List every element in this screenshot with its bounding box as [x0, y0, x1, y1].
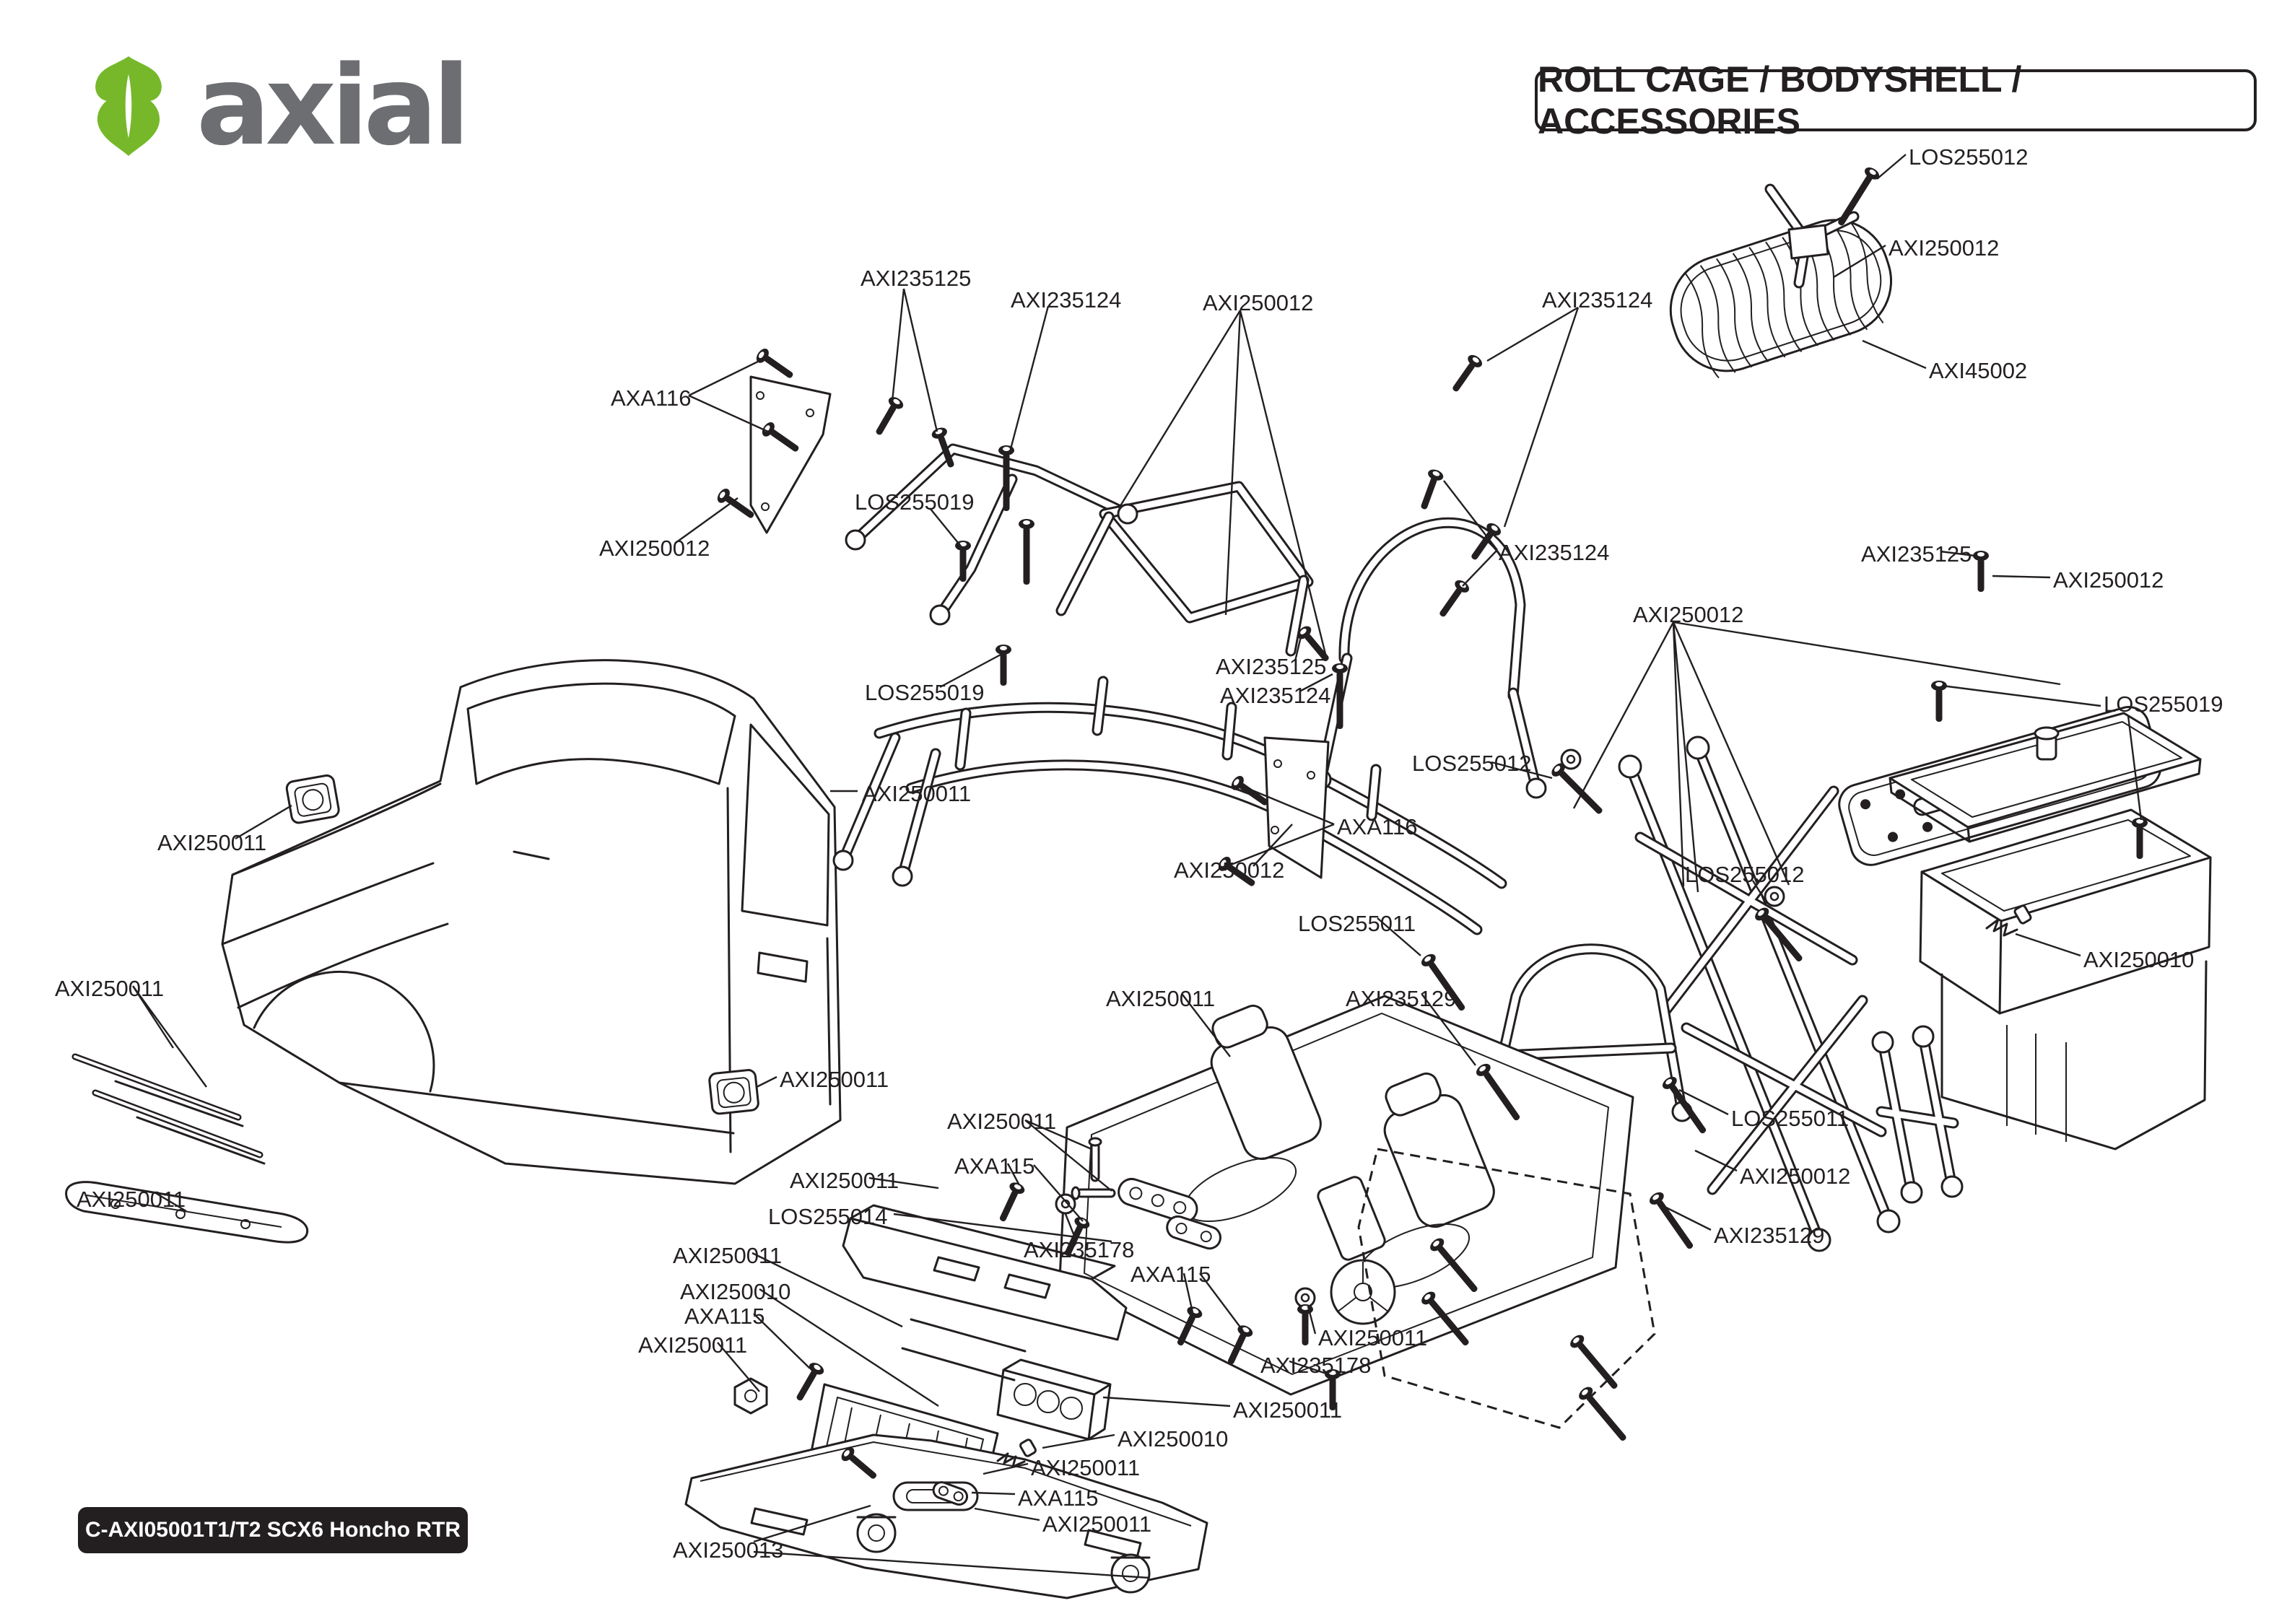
part-label: AXI250012: [1889, 235, 2000, 261]
part-label: AXI235178: [1024, 1237, 1135, 1262]
wiper-blades-drawing: [75, 1057, 266, 1165]
part-label: AXI250011: [1031, 1455, 1141, 1480]
part-label: AXA115: [1018, 1485, 1099, 1511]
part-label: AXI250011: [790, 1168, 899, 1193]
part-label: LOS255012: [1909, 144, 2029, 170]
part-label: AXA115: [1131, 1262, 1211, 1287]
part-label: LOS255014: [768, 1204, 888, 1229]
part-label: AXI250011: [1042, 1511, 1152, 1537]
axa116-panel-left-drawing: [749, 375, 832, 534]
spare-tire-drawing: [1669, 219, 1893, 379]
tow-shackle-icon: [856, 1513, 1151, 1594]
part-label: AXI235125: [1216, 654, 1327, 679]
body-clip-right-drawing: [1985, 904, 2032, 937]
part-label: AXA116: [611, 385, 692, 411]
part-label: AXI250012: [2053, 567, 2164, 593]
part-label: AXA116: [1337, 814, 1418, 839]
part-label: AXA115: [684, 1304, 765, 1329]
part-label: AXI250012: [1740, 1164, 1851, 1189]
part-label: AXI250011: [947, 1109, 1057, 1134]
brand-wordmark: axial: [196, 42, 470, 170]
part-label: AXI235129: [1346, 986, 1457, 1011]
page-title-box: ROLL CAGE / BODYSHELL / ACCESSORIES: [1535, 59, 2257, 141]
part-label: AXI235124: [1542, 287, 1653, 313]
part-label: AXI250011: [1318, 1325, 1428, 1350]
part-label: AXA115: [954, 1153, 1035, 1179]
part-label: AXI250013: [673, 1537, 784, 1563]
part-label: AXI250012: [1203, 290, 1314, 315]
part-label: AXI250011: [638, 1332, 748, 1358]
part-label: AXI235124: [1011, 287, 1122, 313]
part-label: AXI250011: [1106, 986, 1216, 1011]
part-label: AXI250011: [1233, 1397, 1343, 1423]
page-title: ROLL CAGE / BODYSHELL / ACCESSORIES: [1538, 59, 2022, 141]
part-label: AXI235124: [1220, 683, 1331, 708]
part-label: AXI235125: [1861, 541, 1972, 567]
part-label: AXI250011: [862, 781, 972, 806]
part-label: LOS255019: [865, 680, 985, 705]
part-label: AXI235124: [1499, 540, 1610, 565]
part-label: AXI250010: [1118, 1426, 1229, 1451]
part-label: AXI235125: [861, 266, 972, 291]
part-label: AXI250011: [77, 1187, 186, 1212]
toolbox-lid-drawing: [1889, 712, 2202, 843]
part-label: AXI250012: [599, 536, 710, 561]
part-label: LOS255012: [1412, 751, 1532, 776]
model-code-text: C-AXI05001T1/T2 SCX6 Honcho RTR: [84, 1518, 461, 1542]
rocker-light-pod-drawing: [708, 1069, 759, 1115]
headlight-pod-drawing: [996, 1358, 1112, 1441]
side-cage-frame-drawing: [1618, 735, 1901, 1252]
part-label: AXI235129: [1714, 1223, 1825, 1248]
side-trim-drawing: [65, 1181, 308, 1244]
toolbox-drawing: [1919, 808, 2212, 1151]
part-label: LOS255012: [1685, 862, 1805, 887]
part-label: AXI250011: [780, 1067, 889, 1092]
part-label: AXI235178: [1260, 1353, 1372, 1378]
hood-light-pod-drawing: [285, 774, 340, 824]
upper-bumper-bar-drawing: [842, 1204, 1128, 1341]
leader-lines: [131, 154, 2143, 1579]
brand-logo: axial: [85, 42, 470, 170]
axial-emblem-icon: [95, 56, 162, 156]
part-label: AXI250012: [1633, 602, 1744, 627]
bumper-link-hardware-drawing: [733, 1137, 1221, 1506]
part-label: AXI250011: [673, 1243, 783, 1268]
rear-cage-link-drawing: [1871, 1025, 1964, 1204]
part-label: AXI45002: [1929, 358, 2028, 383]
interior-tray-drawing: [1058, 995, 1634, 1396]
cab-bodyshell-drawing: [221, 659, 842, 1185]
part-label: AXI250011: [157, 830, 267, 855]
axa116-panel-mid-drawing: [1263, 736, 1330, 879]
part-label: LOS255019: [2104, 691, 2223, 717]
part-label: AXI250010: [2083, 947, 2195, 972]
part-label: AXI250011: [55, 976, 165, 1001]
model-code-badge: C-AXI05001T1/T2 SCX6 Honcho RTR: [78, 1507, 468, 1553]
part-label: AXI250012: [1174, 857, 1285, 883]
part-label: LOS255011: [1298, 911, 1416, 936]
bumper-mount-plate-dashed-drawing: [1357, 1148, 1656, 1429]
part-label: AXI250010: [680, 1279, 791, 1304]
part-label: LOS255011: [1731, 1106, 1850, 1131]
part-label: LOS255019: [855, 489, 975, 515]
spare-tire-mount-drawing: [1770, 189, 1854, 283]
